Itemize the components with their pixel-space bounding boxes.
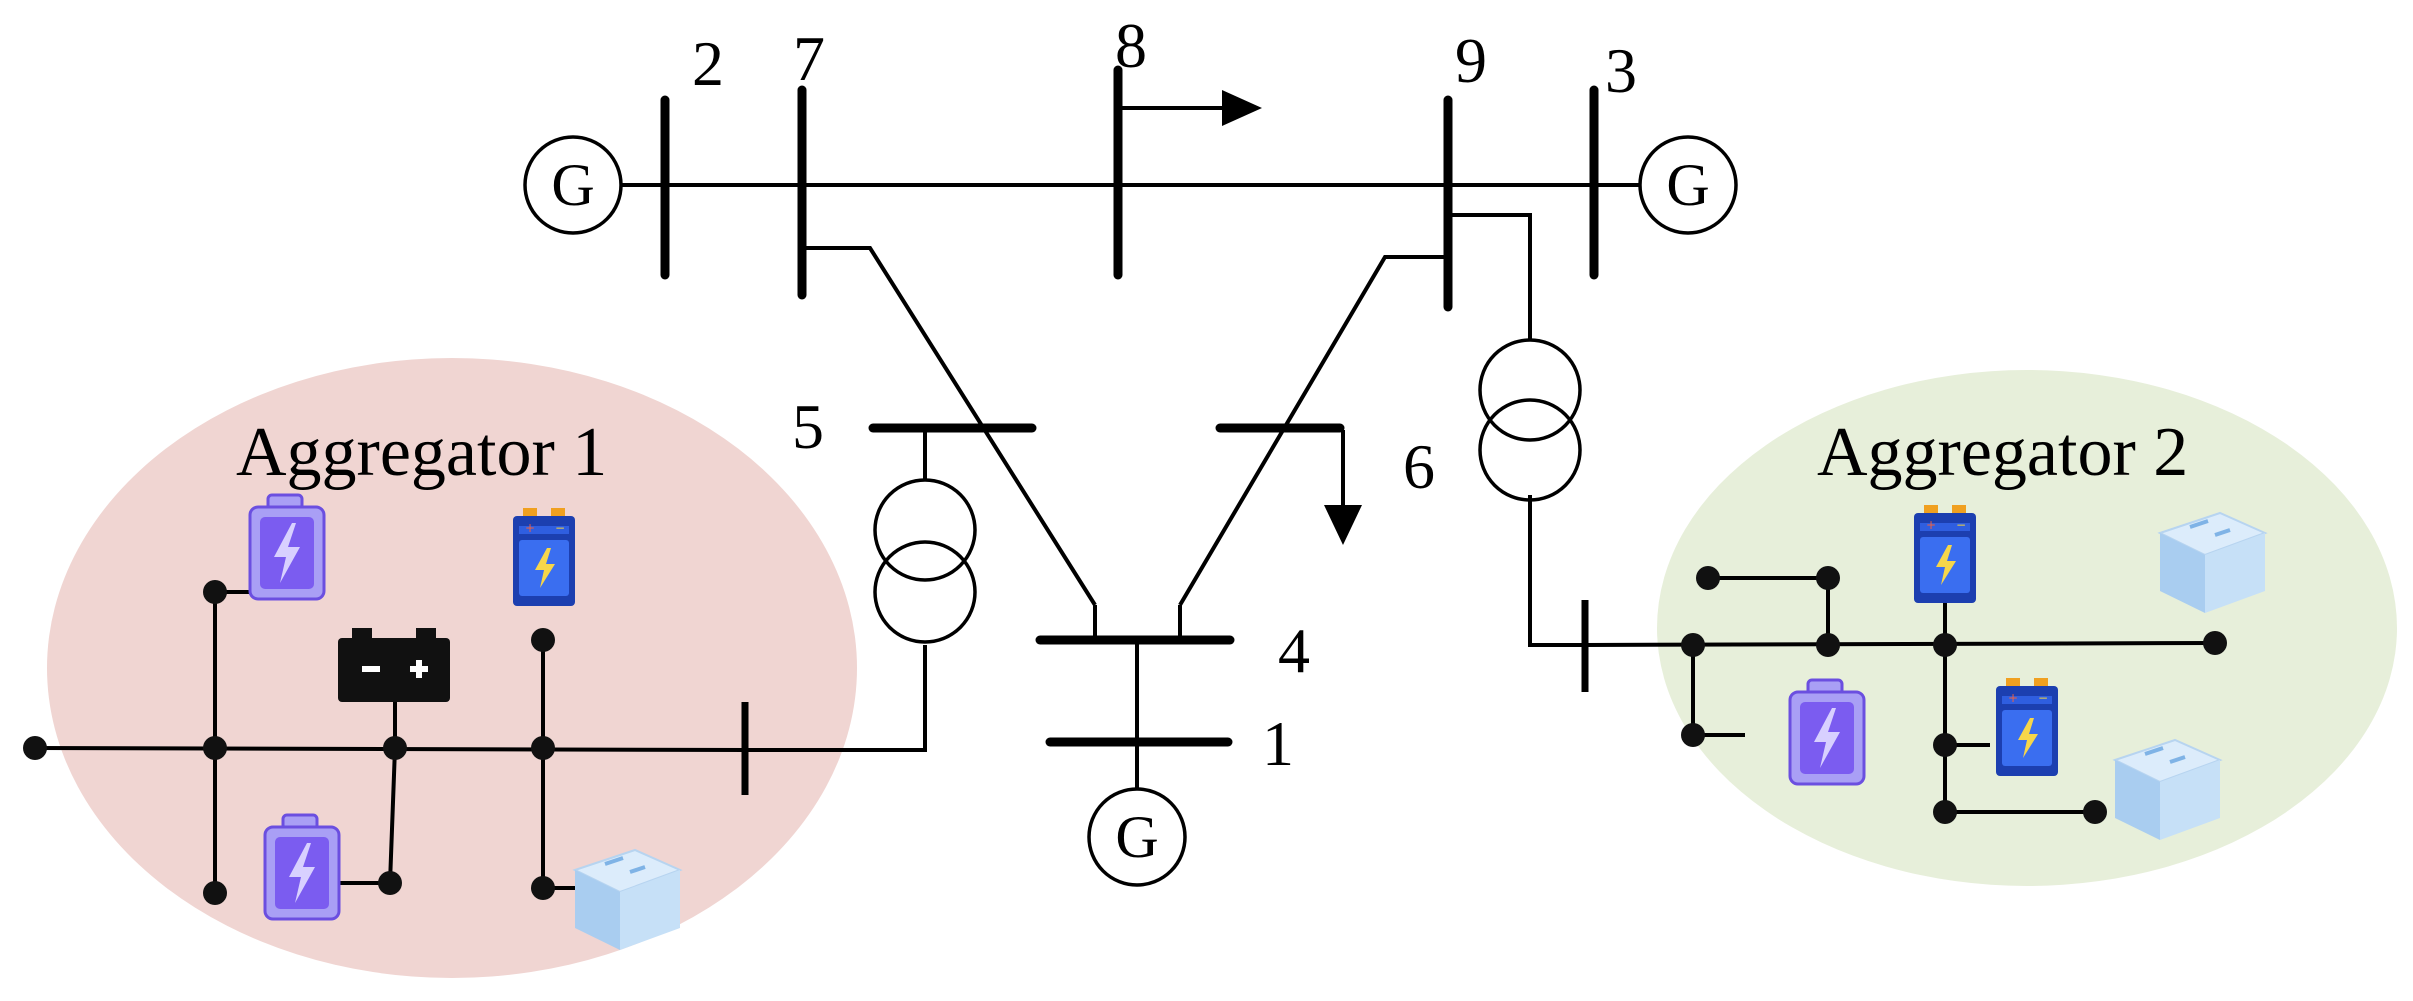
node xyxy=(203,580,227,604)
node xyxy=(1696,566,1720,590)
bus-label-5: 5 xyxy=(792,391,824,462)
bus-label-9: 9 xyxy=(1455,25,1487,96)
car-battery-icon xyxy=(338,628,450,702)
blue-battery-icon: + − xyxy=(513,508,575,606)
bus-label-7: 7 xyxy=(793,23,825,94)
aggregator-2-network xyxy=(1581,566,2227,824)
node xyxy=(531,876,555,900)
node xyxy=(1933,733,1957,757)
node xyxy=(1933,633,1957,657)
svg-text:+: + xyxy=(1926,518,1936,532)
node xyxy=(203,736,227,760)
load-arrow-head-bus6 xyxy=(1324,505,1362,545)
transformer-bus5 xyxy=(873,478,977,644)
ev-battery-icon xyxy=(1788,678,1866,786)
node xyxy=(531,736,555,760)
node xyxy=(378,871,402,895)
bus-label-3: 3 xyxy=(1605,35,1637,106)
svg-text:−: − xyxy=(2038,691,2048,705)
aggregator-1-network xyxy=(23,580,749,905)
svg-text:−: − xyxy=(555,521,565,535)
generator-label: G xyxy=(551,152,594,218)
svg-text:+: + xyxy=(525,521,535,535)
svg-text:−: − xyxy=(1956,518,1966,532)
generator-bus2: G xyxy=(523,135,665,235)
node xyxy=(23,736,47,760)
node xyxy=(1816,633,1840,657)
bus-label-4: 4 xyxy=(1278,615,1310,686)
storage-unit-icon xyxy=(572,848,683,950)
node xyxy=(1681,633,1705,657)
transformer-bus9 xyxy=(1478,338,1582,502)
bus-label-2: 2 xyxy=(692,28,724,99)
bus-label-6: 6 xyxy=(1403,431,1435,502)
storage-unit-icon xyxy=(2112,738,2223,840)
generator-bus3: G xyxy=(1594,135,1738,235)
node xyxy=(1816,566,1840,590)
ev-battery-icon xyxy=(248,493,326,601)
node xyxy=(2203,631,2227,655)
node xyxy=(2083,800,2107,824)
node xyxy=(203,881,227,905)
storage-unit-icon xyxy=(2157,511,2268,613)
bus-label-1: 1 xyxy=(1262,708,1294,779)
load-arrow-head-bus8 xyxy=(1222,90,1262,126)
node xyxy=(1933,800,1957,824)
bus-label-8: 8 xyxy=(1115,10,1147,81)
blue-battery-icon: + − xyxy=(1996,678,2058,776)
svg-text:+: + xyxy=(2008,691,2018,705)
blue-battery-icon: + − xyxy=(1914,505,1976,603)
generator-label: G xyxy=(1666,152,1709,218)
generator-bus1: G xyxy=(1087,787,1187,887)
node xyxy=(383,736,407,760)
aggregator-2-label: Aggregator 2 xyxy=(1817,414,2188,491)
aggregator-1-label: Aggregator 1 xyxy=(236,414,607,491)
generator-label: G xyxy=(1115,804,1158,870)
node xyxy=(1681,723,1705,747)
ev-battery-icon xyxy=(263,813,341,921)
node xyxy=(531,628,555,652)
